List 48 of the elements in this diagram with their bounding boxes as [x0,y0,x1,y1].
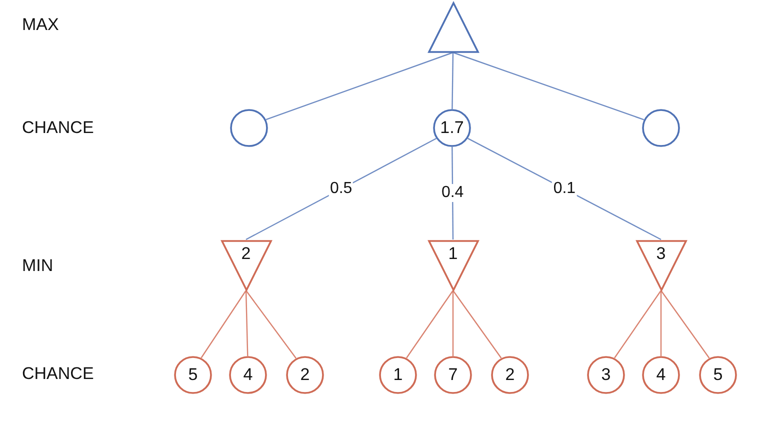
node-value: 5 [712,365,724,385]
node-value: 1 [392,365,404,385]
node-value: 7 [447,365,459,385]
connector-line [452,52,644,120]
connector-line [245,290,248,356]
node-value: 3 [600,365,612,385]
level-label: MAX [22,15,59,35]
node-value: 4 [655,365,667,385]
node-value: 2 [504,365,516,385]
edge-label: 0.1 [552,180,577,198]
chance-circle [286,356,324,394]
chance-circle [433,109,471,147]
node-value: 5 [187,365,199,385]
min-triangle [636,240,686,290]
edge-label: 0.5 [328,180,354,198]
chance-circle [642,109,680,147]
level-label: CHANCE [22,364,94,384]
level-label: CHANCE [22,118,94,138]
connector-line [200,290,246,358]
min-triangle [220,240,272,290]
max-triangle [428,2,478,52]
connector-line [266,52,454,120]
connector-line [452,290,502,358]
node-value: 3 [655,244,667,264]
connector-line [452,290,454,356]
connector-line [614,290,662,358]
chance-circle [587,356,625,394]
connector-line [406,290,454,358]
chance-circle [230,109,268,147]
connector-line [246,290,296,359]
node-value: 2 [299,365,311,385]
node-value: 1.7 [439,118,465,138]
chance-circle [379,356,417,394]
min-triangle [428,240,478,290]
node-value: 2 [240,244,252,264]
level-label: MIN [22,256,54,276]
connector-line [660,290,662,356]
chance-circle [491,356,529,394]
chance-circle [434,356,472,394]
chance-circle [229,356,267,394]
node-value: 1 [447,244,459,264]
chance-circle [699,356,737,394]
edge-label: 0.4 [440,184,465,202]
chance-circle [642,356,680,394]
connector-line [660,290,710,358]
connector-line [452,52,454,109]
node-value: 4 [242,365,254,385]
chance-circle [174,356,212,394]
